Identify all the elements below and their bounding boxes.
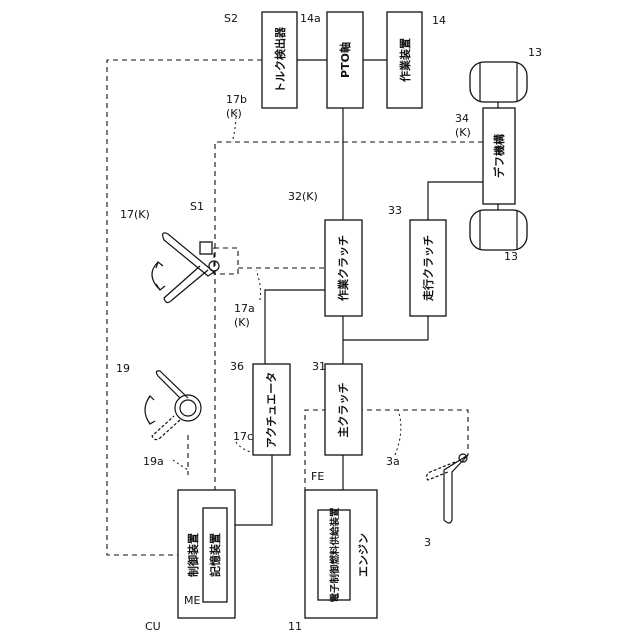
diff-mechanism-label: デフ機構 <box>492 134 506 178</box>
ref-34: 34 <box>455 112 469 125</box>
pto-shaft-label: PTO軸 <box>338 42 352 78</box>
ref-19a: 19a <box>143 455 164 468</box>
block-work-clutch: 作業クラッチ <box>325 220 362 316</box>
clutch-pedal <box>426 454 468 523</box>
block-diff-mechanism: デフ機構 <box>483 108 515 204</box>
ref-32: 32(K) <box>288 190 318 203</box>
throttle-lever <box>145 371 201 440</box>
ref-17: 17(K) <box>120 208 150 221</box>
travel-clutch-label: 走行クラッチ <box>421 235 435 302</box>
ref-11: 11 <box>288 620 302 633</box>
ref-17a-k: (K) <box>234 316 250 329</box>
ref-17c: 17c <box>233 430 253 443</box>
block-work-device: 作業装置 <box>387 12 422 108</box>
ref-cu: CU <box>145 620 161 633</box>
ref-36: 36 <box>230 360 244 373</box>
ref-me: ME <box>184 594 200 607</box>
storage-device-label: 記憶装置 <box>208 533 222 577</box>
block-engine: エンジン 電子制御燃料供給装置 <box>305 490 377 618</box>
ref-s1: S1 <box>190 200 204 213</box>
engine-label: エンジン <box>357 533 370 577</box>
ref-s2: S2 <box>224 12 238 25</box>
ref-17b: 17b <box>226 93 247 106</box>
torque-detector-label: トルク検出器 <box>273 26 287 93</box>
work-device-label: 作業装置 <box>398 38 412 82</box>
ref-17a: 17a <box>234 302 255 315</box>
block-pto-shaft: PTO軸 <box>327 12 363 108</box>
ref-13-top: 13 <box>528 46 542 59</box>
actuator-label: アクチュエータ <box>265 372 278 448</box>
block-actuator: アクチュエータ <box>253 364 290 455</box>
pto-lever <box>152 233 238 303</box>
ref-13-bottom: 13 <box>504 250 518 263</box>
ref-34-k: (K) <box>455 126 471 139</box>
ref-3: 3 <box>424 536 431 549</box>
ref-19: 19 <box>116 362 130 375</box>
block-travel-clutch: 走行クラッチ <box>410 220 446 316</box>
control-device-label: 制御装置 <box>186 533 200 577</box>
ref-14: 14 <box>432 14 446 27</box>
ref-17b-k: (K) <box>226 107 242 120</box>
ref-3a: 3a <box>386 455 400 468</box>
ref-14a: 14a <box>300 12 321 25</box>
block-torque-detector: トルク検出器 <box>262 12 297 108</box>
fuel-injection-label: 電子制御燃料供給装置 <box>329 507 341 603</box>
wheel-top <box>470 62 527 102</box>
block-main-clutch: 主クラッチ <box>325 364 362 455</box>
ref-31: 31 <box>312 360 326 373</box>
ref-33: 33 <box>388 204 402 217</box>
wheel-bottom <box>470 210 527 250</box>
main-clutch-label: 主クラッチ <box>336 383 350 438</box>
work-clutch-label: 作業クラッチ <box>336 235 350 301</box>
ref-fe: FE <box>311 470 324 483</box>
